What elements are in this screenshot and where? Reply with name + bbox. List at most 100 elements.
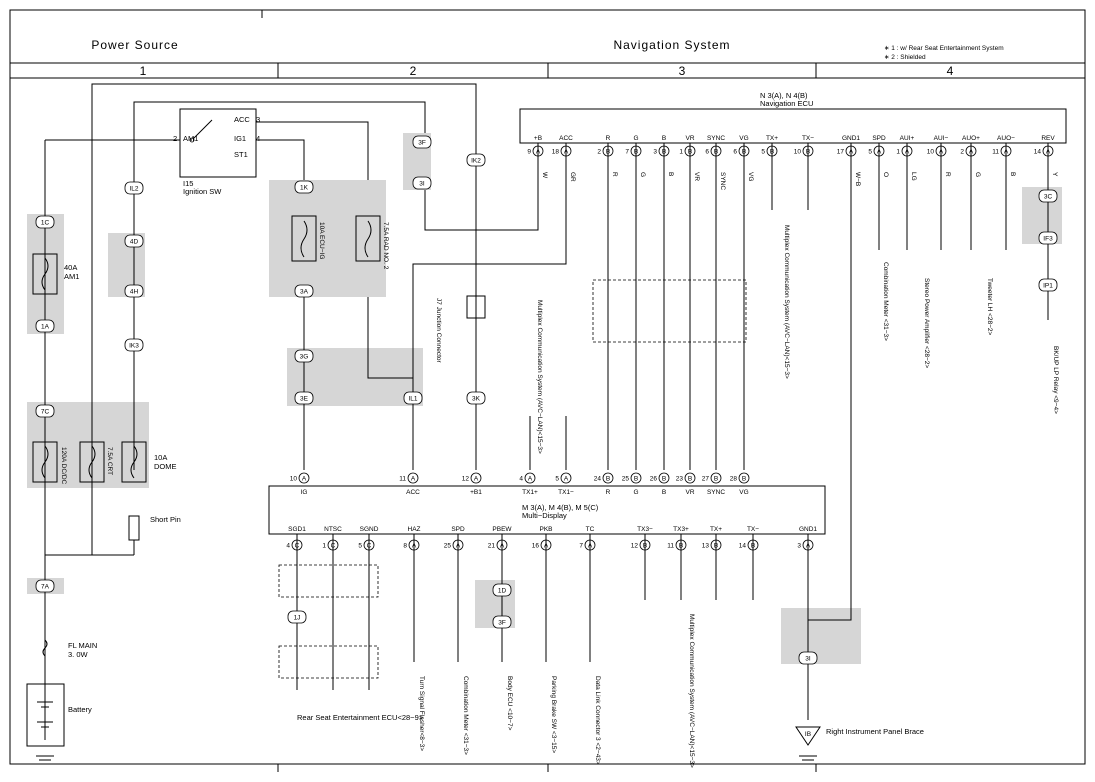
md-top-terminal-num: 5 (555, 476, 559, 483)
md-top-terminal (658, 472, 670, 484)
note-1: ∗ 1 : w/ Rear Seat Entertainment System (884, 45, 1004, 52)
stereo-amp-label: Stereo Power Amplifier <28−2> (923, 278, 930, 368)
md-top-terminal (560, 472, 572, 484)
md-bot-terminal-num: 5 (358, 543, 362, 550)
connector-label: IL1 (408, 396, 417, 403)
diagram-frame (9, 9, 1086, 765)
connector (287, 610, 307, 624)
md-top-label: IG (301, 489, 308, 496)
fuses (32, 215, 486, 657)
connector (492, 583, 512, 597)
ground-icon (795, 726, 821, 746)
nav-term-label: REV (1041, 135, 1055, 142)
ign-name: Ignition SW (183, 187, 222, 196)
connector (35, 579, 55, 593)
section-2: 2 (410, 64, 417, 78)
nav-wire-color: B (1009, 172, 1016, 176)
nav-wire-color: W−B (854, 172, 861, 186)
md-bot-label: TX+ (710, 526, 722, 533)
nav-term-label: AUI+ (900, 135, 915, 142)
connector (1038, 231, 1058, 245)
connector (412, 176, 432, 190)
fuse-radio: 7.5A RAD NO. 2 (382, 222, 389, 270)
battery (26, 683, 65, 747)
multi-display-title: M 3(A), M 4(B), M 5(C) (522, 503, 599, 512)
md-bot-terminal-num: 16 (532, 543, 540, 550)
md-bot-label: TX3− (637, 526, 653, 533)
battery-label: Battery (68, 705, 92, 714)
md-top-terminal-num: 11 (399, 476, 406, 483)
fuse-fl-main-name: FL MAIN (68, 641, 97, 650)
connector-label: 3K (472, 396, 481, 403)
md-top-label: G (633, 489, 638, 496)
nav-terminal-num: 1 (896, 149, 900, 156)
md-top-terminal-num: 26 (650, 476, 658, 483)
md-top-terminal-num: 10 (290, 476, 298, 483)
connector (466, 153, 486, 167)
connector (124, 181, 144, 195)
md-top-label: TX1− (558, 489, 574, 496)
md-bot-terminal-num: 12 (631, 543, 639, 550)
nav-wire-color: R (944, 172, 951, 177)
note-2: ∗ 2 : Shielded (884, 54, 926, 61)
md-top-terminal-conn: A (474, 476, 479, 483)
md-bot-terminal-num: 1 (322, 543, 326, 550)
section-3: 3 (679, 64, 686, 78)
nav-terminal-num: 2 (960, 149, 964, 156)
section-4: 4 (947, 64, 954, 78)
nav-wire-color: SYNC (719, 172, 726, 190)
fuse-dome-name: DOME (154, 462, 177, 471)
md-top-terminal (524, 472, 536, 484)
connector-label: 3I (419, 181, 425, 188)
nav-term-label: +B (534, 135, 542, 142)
md-top-terminal-conn: B (688, 476, 692, 483)
md-bot-terminal-num: 21 (488, 543, 496, 550)
connector-label: 3F (418, 140, 426, 147)
connector (35, 404, 55, 418)
nav-term-label: GND1 (842, 135, 860, 142)
connector-label: 1C (41, 220, 50, 227)
wire-network (44, 83, 1049, 740)
nav-terminal-num: 10 (794, 149, 802, 156)
md-top-label: ACC (406, 489, 420, 496)
shielded-bundle (592, 279, 747, 343)
nav-wire-color: LG (910, 172, 917, 181)
nav-wire-color: W (541, 172, 548, 179)
md-bot-label: NTSC (324, 526, 342, 533)
md-top-label: VR (685, 489, 694, 496)
nav-term-label: B (662, 135, 666, 142)
md-top-terminal (407, 472, 419, 484)
md-top-terminal-conn: A (302, 476, 307, 483)
md-bot-label: TX− (747, 526, 759, 533)
nav-wire-color: O (882, 172, 889, 177)
connector (294, 349, 314, 363)
connector-label: 4H (130, 289, 139, 296)
ecu-ig-fuse-block (269, 180, 386, 297)
md-bot-label: TX3+ (673, 526, 689, 533)
nav-terminal-num: 6 (733, 149, 737, 156)
nav-terminal-num: 2 (597, 149, 601, 156)
ign-acc-pin: 3 (256, 115, 260, 124)
md-top-terminal-num: 27 (702, 476, 710, 483)
nav-term-label: TX+ (766, 135, 778, 142)
connector (1038, 189, 1058, 203)
connector-label: 7A (41, 584, 50, 591)
nav-wire-color: G (639, 172, 646, 177)
md-top-terminal-num: 23 (676, 476, 684, 483)
md-bot-terminal-num: 25 (444, 543, 452, 550)
md-top-terminal-num: 4 (519, 476, 523, 483)
md-top-label: SYNC (707, 489, 725, 496)
md-bot-terminal-num: 4 (286, 543, 290, 550)
tweeter-label: Tweeter LH <28−2> (986, 278, 993, 335)
nav-term-label: VR (685, 135, 694, 142)
section-1: 1 (140, 64, 147, 78)
connector-label: 1J (294, 615, 301, 622)
nav-term-label: G (633, 135, 638, 142)
connector (124, 338, 144, 352)
md-top-terminal (630, 472, 642, 484)
connector-label: 7C (41, 409, 50, 416)
md-top-terminal (602, 472, 614, 484)
navigation-ecu (519, 108, 1067, 144)
nav-term-label: SYNC (707, 135, 725, 142)
